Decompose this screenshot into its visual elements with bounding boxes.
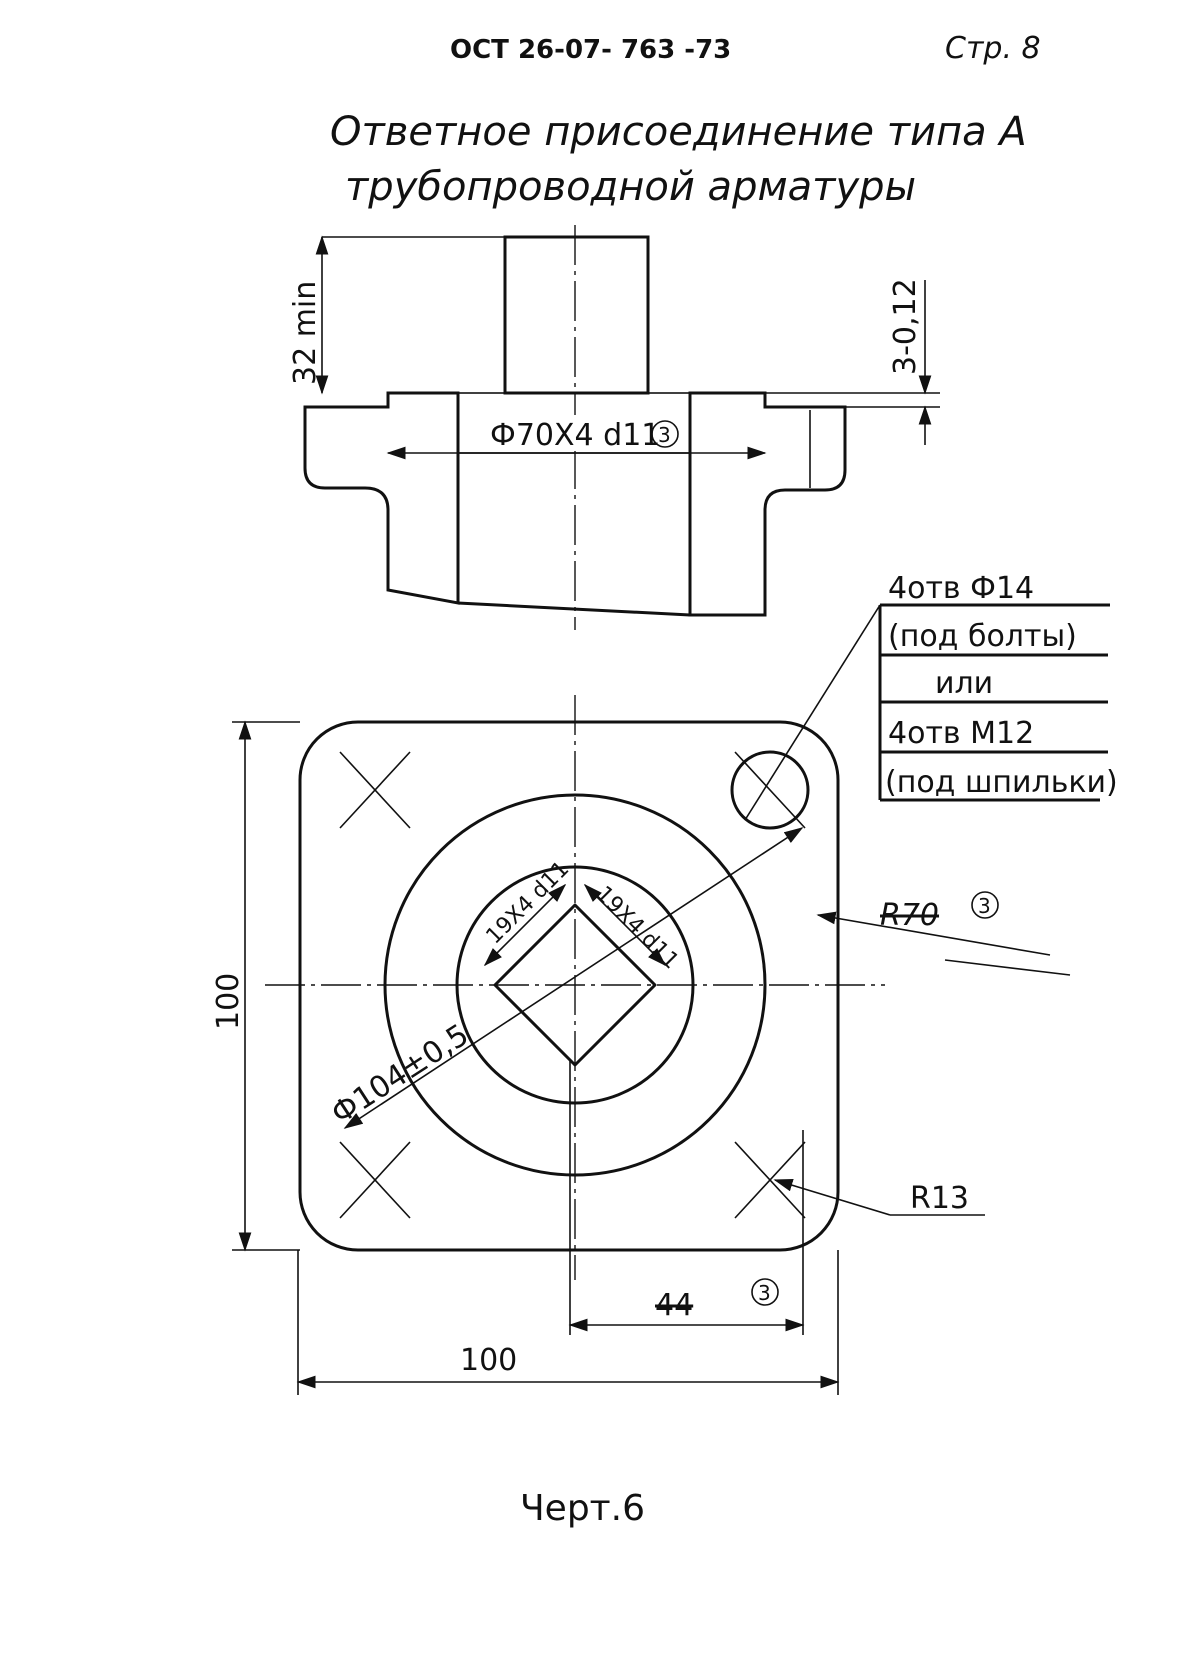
- note-row-2: (под болты): [888, 619, 1077, 654]
- title-line-1: Ответное присоединение типа А: [330, 109, 1027, 155]
- height-dim-plan: 100: [211, 973, 246, 1030]
- radius-corner: R13: [910, 1181, 969, 1216]
- offset-dim: 44: [655, 1288, 693, 1323]
- square-dim-2: 19Х4 d11: [591, 882, 684, 975]
- note-row-1: 4отв Ф14: [888, 571, 1034, 606]
- height-dim: 32 min: [288, 281, 323, 385]
- change-mark: 3: [658, 423, 671, 447]
- square-dim: 19Х4 d11: [482, 857, 575, 950]
- note-row-4: 4отв М12: [888, 716, 1034, 751]
- change-mark-3: 3: [758, 1281, 771, 1305]
- note-row-5: (под шпильки): [885, 765, 1118, 800]
- section-view: 32 min 3-0,12 Ф70Х4 d11 3: [288, 225, 940, 630]
- note-row-3: или: [935, 666, 993, 701]
- width-dim-plan: 100: [460, 1343, 517, 1378]
- bolt-hole-marks: [339, 751, 806, 1219]
- page-number: Стр. 8: [945, 31, 1041, 66]
- radius-outer: R70: [880, 898, 939, 933]
- hole-note-table: 4отв Ф14 (под болты) или 4отв М12 (под ш…: [878, 571, 1118, 802]
- standard-number: ОСТ 26-07- 763 -73: [450, 35, 731, 65]
- bore-dim: Ф70Х4 d11: [490, 418, 660, 453]
- thickness-dim: 3-0,12: [888, 278, 923, 375]
- pcd-dim: Ф104±0,5: [325, 1017, 475, 1131]
- change-mark-2: 3: [978, 894, 991, 918]
- figure-caption: Черт.6: [520, 1488, 645, 1529]
- title-line-2: трубопроводной арматуры: [345, 164, 916, 210]
